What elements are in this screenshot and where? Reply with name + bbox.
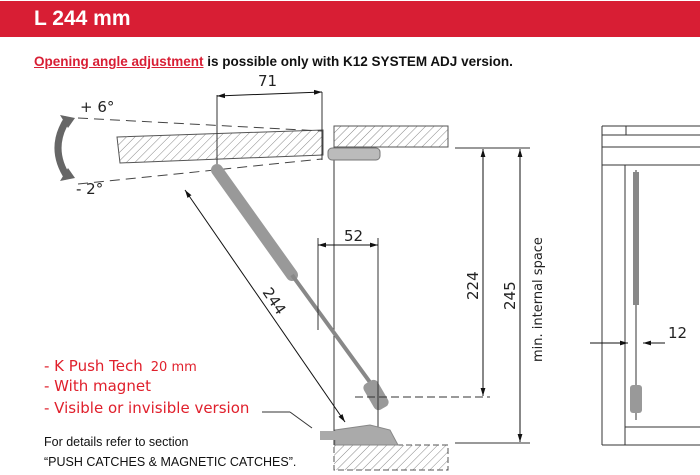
adjustment-note: Opening angle adjustment is possible onl… (34, 54, 513, 69)
note-text: is possible only with K12 SYSTEM ADJ ver… (203, 54, 513, 69)
angle-down-label: - 2° (76, 180, 103, 198)
door-panel (116, 129, 324, 164)
dim-245: 245 (501, 281, 519, 310)
cabinet-top (333, 125, 449, 148)
dim-224: 224 (464, 271, 482, 300)
page-title: L 244 mm (34, 7, 131, 30)
hinge-plate (327, 147, 381, 161)
dim-52: 52 (344, 227, 363, 245)
opening-angle-link[interactable]: Opening angle adjustment (34, 54, 204, 69)
details-line-1: For details refer to section (44, 435, 189, 449)
gas-spring-body (211, 164, 298, 281)
push-catch (334, 424, 399, 446)
dashed-plus-6 (77, 117, 323, 132)
angle-up-label: + 6° (80, 98, 114, 116)
cabinet-bottom (333, 444, 449, 471)
details-line-2: “PUSH CATCHES & MAGNETIC CATCHES”. (44, 455, 296, 469)
dim-244: 244 (259, 284, 290, 318)
dashed-minus-2 (77, 158, 323, 185)
side-spring-end (630, 385, 642, 413)
feature-item: - Visible or invisible version (44, 399, 249, 417)
angle-arrow-icon (54, 116, 71, 180)
feature-item: - With magnet (44, 377, 151, 395)
gas-spring-rod (290, 273, 374, 387)
side-view (601, 125, 700, 446)
dim-12: 12 (668, 324, 687, 342)
gas-spring-end (363, 379, 389, 411)
dim-71: 71 (258, 72, 277, 90)
header-bar: L 244 mm (0, 1, 700, 37)
min-internal-space-label: min. internal space (531, 237, 546, 362)
